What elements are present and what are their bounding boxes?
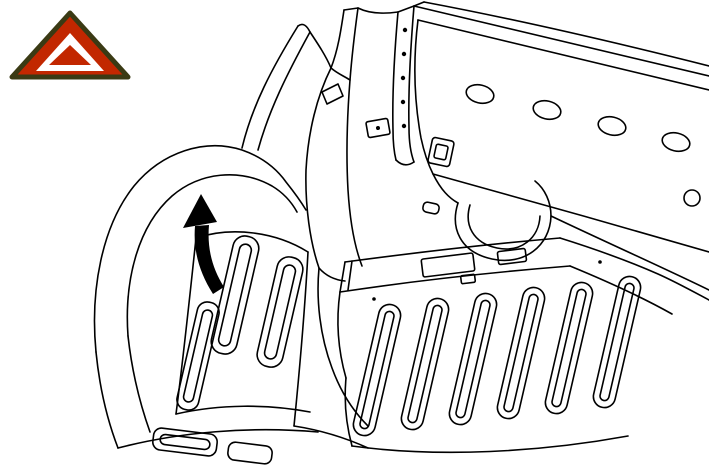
arrow-head — [183, 194, 217, 228]
window-frame — [241, 23, 332, 151]
removal-direction-arrow — [183, 194, 224, 294]
latch-detail — [427, 136, 455, 168]
handle-detail — [422, 201, 440, 215]
rear-pillar-riveted — [365, 5, 415, 166]
pillar-brace — [305, 7, 399, 282]
slotted-seat-back-panel — [175, 231, 309, 427]
ribbed-floor-pan — [317, 267, 642, 454]
arrow-tail — [194, 225, 224, 294]
triangle-inner-core — [49, 45, 91, 65]
rear-quarter-panel — [413, 1, 709, 253]
hazard-warning-triangle-icon — [9, 10, 131, 80]
floor-detail-left — [117, 405, 369, 465]
body-structure-linework — [93, 1, 709, 465]
wheel-housing — [93, 144, 307, 449]
cross-member — [339, 237, 709, 315]
